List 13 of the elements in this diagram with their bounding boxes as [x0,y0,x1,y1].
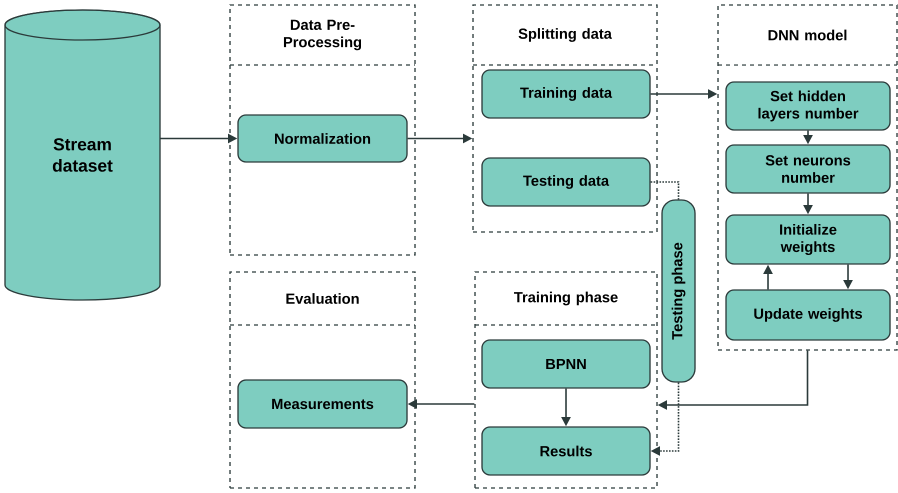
process-box: Set neurons number [725,144,891,194]
process-box: Measurements [237,379,408,429]
process-box: Initialize weights [725,214,891,265]
process-box: Set hidden layers number [725,81,891,131]
process-box: Training data [481,69,651,119]
phase-pill: Testing phase [661,199,696,383]
cylinder: Stream dataset [4,9,161,301]
dotted-connector [650,181,680,200]
process-box: BPNN [481,339,651,389]
process-box: Update weights [725,289,891,341]
process-box: Results [481,426,651,476]
process-box: Normalization [237,114,408,163]
process-box: Testing data [481,157,651,207]
